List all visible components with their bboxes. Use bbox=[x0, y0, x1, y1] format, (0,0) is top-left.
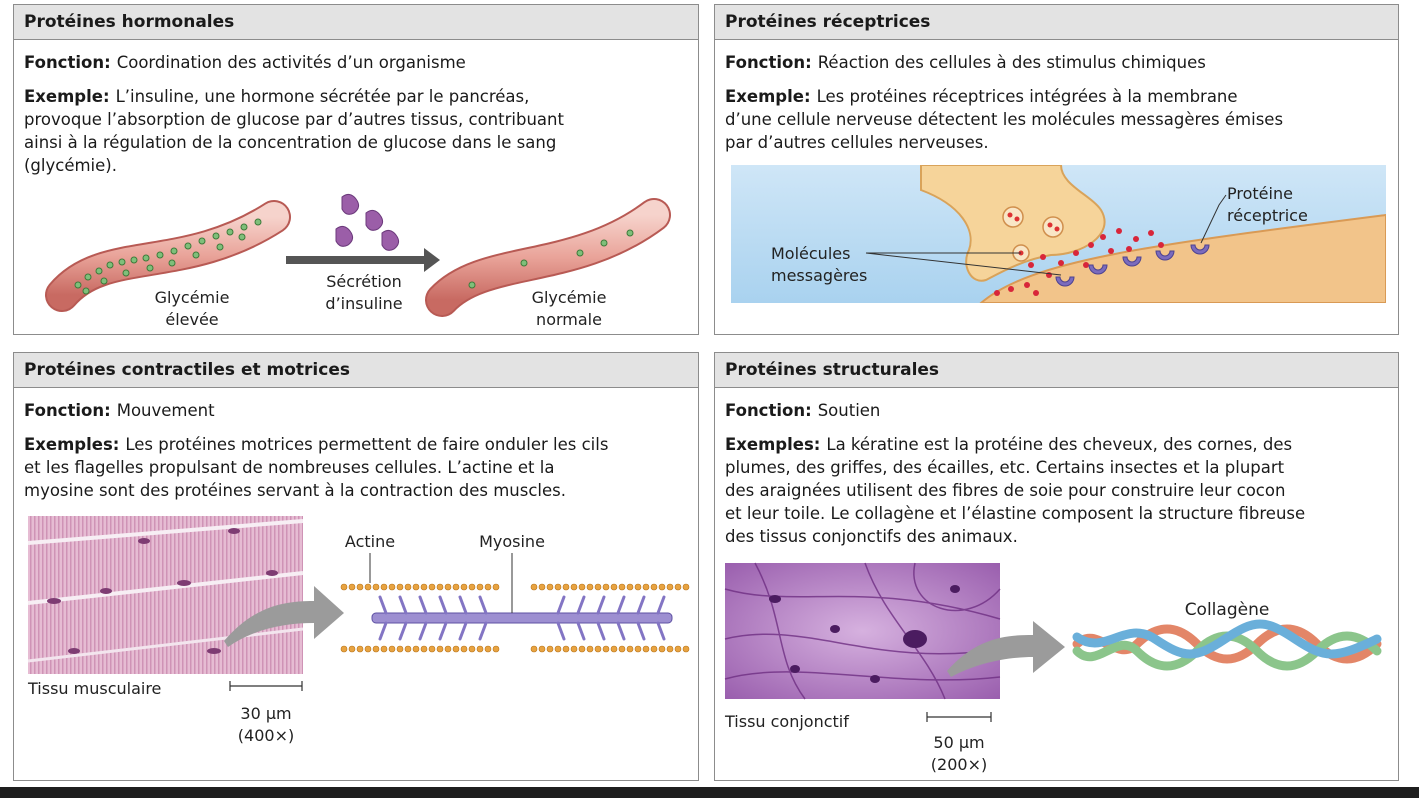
function-line: Fonction:Soutien bbox=[725, 401, 881, 420]
collagen-triple-helix bbox=[1072, 619, 1382, 671]
sarcomere-diagram bbox=[340, 583, 690, 653]
glycemia-figure: Glycémie élevée Sécrétion d’insuline Gly… bbox=[45, 193, 671, 329]
example-text: Exemples:La kératine est la protéine des… bbox=[725, 435, 1306, 546]
synapse-figure: Molécules messagères Protéine réceptrice bbox=[731, 165, 1386, 303]
label-messenger-1: Molécules bbox=[771, 244, 850, 263]
zoom-arrow-icon bbox=[947, 621, 1065, 677]
messenger-molecules bbox=[994, 228, 1164, 296]
glucose-dots-high bbox=[74, 218, 262, 295]
panel-contractile-proteins: Protéines contractiles et motrices Fonct… bbox=[13, 352, 699, 781]
label-scale-1: 50 μm bbox=[933, 733, 984, 752]
label-normal-2: normale bbox=[536, 310, 602, 329]
function-line: Fonction:Coordination des activités d’un… bbox=[24, 53, 466, 72]
label-high-2: élevée bbox=[165, 310, 218, 329]
function-line: Fonction:Mouvement bbox=[24, 401, 215, 420]
leader-lines bbox=[369, 553, 513, 613]
label-collagen: Collagène bbox=[1185, 600, 1270, 620]
collagen-figure: Collagène Tissu conjonctif 50 μm (200×) bbox=[724, 562, 1382, 774]
label-arrow-2: d’insuline bbox=[325, 294, 402, 313]
label-myosin: Myosine bbox=[479, 532, 545, 551]
label-scale-1: 30 μm bbox=[240, 704, 291, 723]
insulin-molecules bbox=[335, 193, 400, 251]
label-receptor-1: Protéine bbox=[1227, 184, 1293, 203]
receptor-proteins bbox=[1055, 244, 1210, 287]
label-arrow-1: Sécrétion bbox=[326, 272, 402, 291]
connective-tissue-image bbox=[724, 562, 1001, 700]
receiving-cell bbox=[979, 213, 1386, 303]
panel-hormonal-proteins: Protéines hormonales Fonction:Coordinati… bbox=[13, 4, 699, 335]
function-line: Fonction:Réaction des cellules à des sti… bbox=[725, 53, 1206, 72]
panel-title: Protéines réceptrices bbox=[715, 5, 1398, 40]
label-high-1: Glycémie bbox=[155, 288, 230, 307]
arrow-right-icon bbox=[286, 248, 440, 272]
label-receptor-2: réceptrice bbox=[1227, 206, 1308, 225]
example-text: Exemples:Les protéines motrices permette… bbox=[24, 435, 609, 500]
panel-title: Protéines structurales bbox=[715, 353, 1398, 388]
label-normal-1: Glycémie bbox=[532, 288, 607, 307]
leader-lines bbox=[865, 194, 1227, 276]
label-muscle-tissue: Tissu musculaire bbox=[27, 679, 161, 698]
scale-bar bbox=[926, 712, 992, 722]
muscle-tissue-image bbox=[27, 516, 304, 674]
panel-title: Protéines contractiles et motrices bbox=[14, 353, 698, 388]
example-text: Exemple:L’insuline, une hormone sécrétée… bbox=[24, 87, 564, 175]
label-actin: Actine bbox=[345, 532, 395, 551]
panel-receptor-proteins: Protéines réceptrices Fonction:Réaction … bbox=[714, 4, 1399, 335]
label-connective-tissue: Tissu conjonctif bbox=[724, 712, 849, 731]
label-scale-2: (400×) bbox=[238, 726, 294, 745]
scale-bar bbox=[229, 681, 303, 691]
label-messenger-2: messagères bbox=[771, 266, 867, 285]
panel-structural-proteins: Protéines structurales Fonction:Soutien … bbox=[714, 352, 1399, 781]
bottom-bar bbox=[0, 787, 1419, 798]
panel-title: Protéines hormonales bbox=[14, 5, 698, 40]
label-scale-2: (200×) bbox=[931, 755, 987, 774]
zoom-arrow-icon bbox=[224, 586, 344, 647]
muscle-figure: Actine Myosine Tissu musculaire 30 μm (4… bbox=[27, 516, 690, 745]
glucose-dots-normal bbox=[468, 229, 634, 289]
example-text: Exemple:Les protéines réceptrices intégr… bbox=[725, 87, 1284, 152]
